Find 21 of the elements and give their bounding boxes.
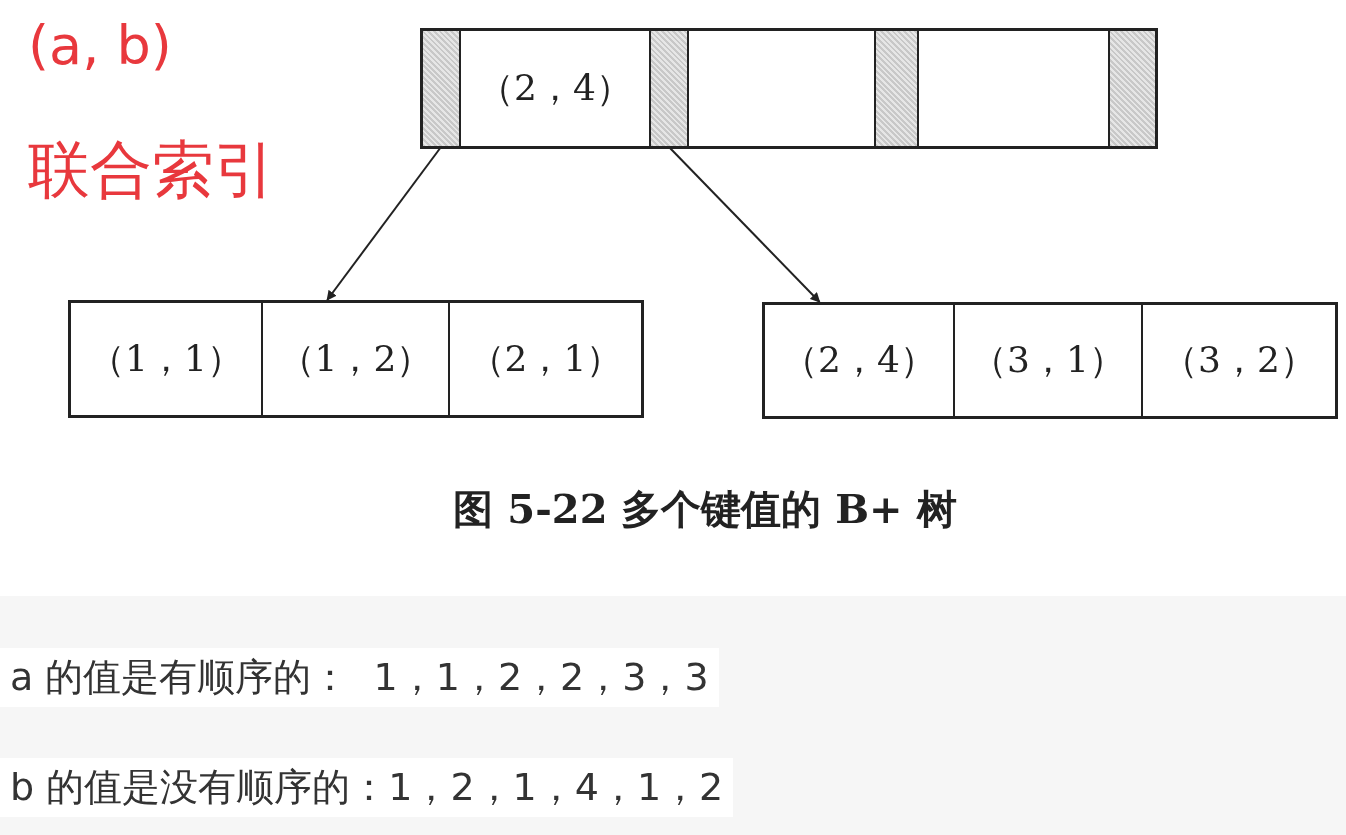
key-cell: （2，4） — [764, 304, 954, 417]
tree-node-box — [68, 300, 644, 418]
key-cell: （3，1） — [954, 304, 1142, 417]
pointer-cell — [1109, 30, 1156, 147]
figure-caption: 图 5-22 多个键值的 B+ 树 — [452, 484, 958, 534]
tree-node-box — [762, 302, 1338, 419]
key-cell: （1，1） — [70, 302, 262, 416]
key-cell: （1，2） — [262, 302, 449, 416]
pointer-cell — [650, 30, 688, 147]
note-text: b 的值是没有顺序的：1，2，1，4，1，2 — [0, 758, 734, 817]
annotation-text: 联合索引 — [28, 132, 276, 208]
key-cell: （3，2） — [1142, 304, 1336, 417]
tree-node-box — [420, 28, 1158, 149]
key-cell: （2，1） — [449, 302, 642, 416]
pointer-cell — [875, 30, 918, 147]
pointer-cell — [422, 30, 460, 147]
key-cell — [688, 30, 875, 147]
note-text: a 的值是有顺序的： 1，1，2，2，3，3 — [0, 648, 719, 707]
key-cell — [918, 30, 1109, 147]
annotation-text: (a, b) — [28, 14, 172, 77]
key-cell: （2，4） — [460, 30, 650, 147]
